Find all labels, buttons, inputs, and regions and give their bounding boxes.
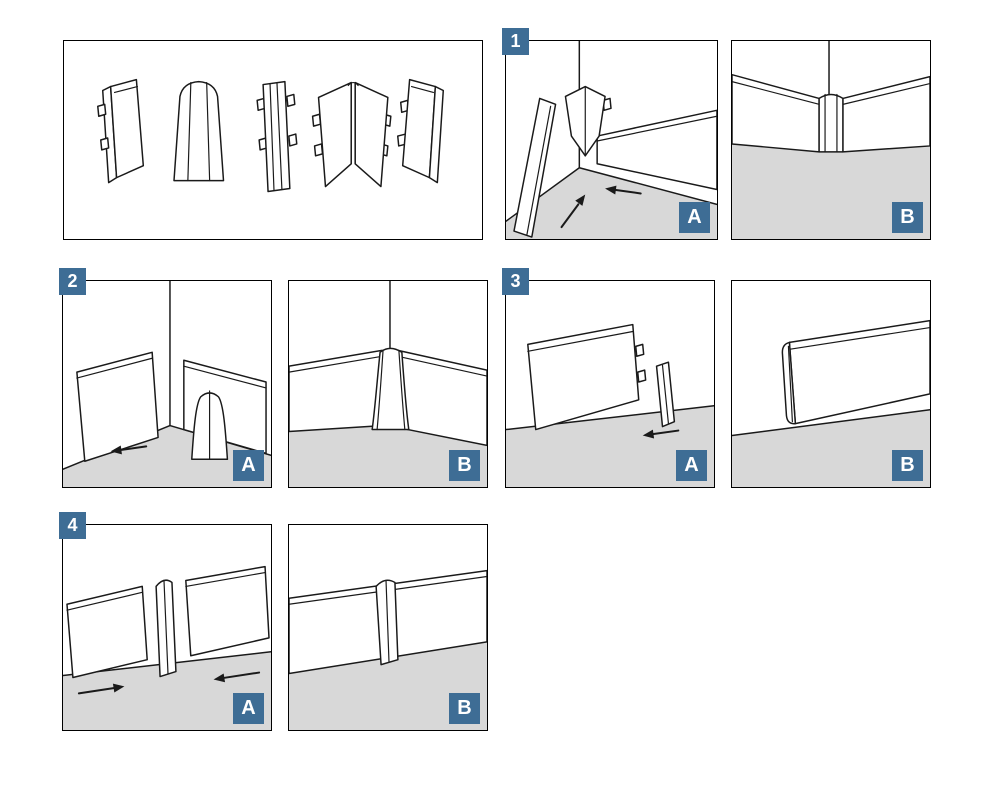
direction-arrow bbox=[77, 683, 125, 695]
direction-arrow bbox=[560, 194, 586, 229]
left-skirting-board bbox=[732, 73, 820, 153]
panel-letter-badge: A bbox=[233, 450, 264, 481]
step-4-panel-b: B bbox=[288, 524, 488, 731]
end-cap-left-icon bbox=[97, 78, 145, 184]
direction-arrow bbox=[213, 671, 261, 683]
panel-letter-badge: A bbox=[676, 450, 707, 481]
outer-corner-piece bbox=[371, 347, 410, 431]
panel-letter-badge: B bbox=[449, 693, 480, 724]
outer-corner-icon bbox=[173, 80, 225, 182]
direction-arrow bbox=[605, 185, 642, 195]
right-skirting-board bbox=[185, 565, 270, 657]
end-cap-piece bbox=[655, 361, 676, 428]
end-cap-result-illustration bbox=[732, 319, 930, 487]
inner-corner-icon bbox=[311, 81, 392, 188]
step-2-panel-b: B bbox=[288, 280, 488, 488]
left-skirting-board bbox=[66, 585, 148, 679]
step-1-panel-b: B bbox=[731, 40, 931, 240]
panel-letter-badge: B bbox=[449, 450, 480, 481]
step-2-panel-a: 2 A bbox=[59, 268, 272, 488]
connector-install-illustration bbox=[63, 565, 271, 730]
step-1-panel-a: 1 bbox=[502, 28, 718, 240]
inner-corner-piece bbox=[818, 93, 844, 153]
inner-corner-result-illustration bbox=[732, 41, 930, 239]
left-skirting-board bbox=[76, 351, 159, 462]
panel-letter-badge: A bbox=[679, 202, 710, 233]
step-3-panel-b: B bbox=[731, 280, 931, 488]
left-skirting-board bbox=[513, 97, 557, 238]
inner-corner-install-illustration bbox=[506, 41, 717, 239]
left-skirting-board bbox=[289, 349, 383, 433]
step-number-badge: 2 bbox=[59, 268, 86, 295]
skirting-board bbox=[788, 319, 930, 425]
floor bbox=[289, 425, 487, 487]
floor bbox=[289, 641, 487, 730]
connector-icon bbox=[256, 80, 298, 193]
floor bbox=[506, 167, 717, 239]
end-cap-right-icon bbox=[396, 78, 445, 184]
parts-overview-illustration bbox=[97, 78, 445, 193]
direction-arrow bbox=[110, 445, 148, 455]
connector-piece bbox=[155, 579, 177, 678]
outer-corner-piece bbox=[191, 390, 229, 461]
step-number-badge: 3 bbox=[502, 268, 529, 295]
parts-overview-panel bbox=[63, 40, 483, 240]
inner-corner-piece bbox=[564, 85, 612, 157]
end-cap-piece bbox=[781, 341, 797, 425]
connector-piece bbox=[375, 579, 399, 666]
skirting-board bbox=[527, 323, 647, 431]
connector-result-illustration bbox=[289, 569, 487, 730]
panel-letter-badge: A bbox=[233, 693, 264, 724]
outer-corner-result-illustration bbox=[289, 281, 487, 487]
step-4-panel-a: 4 A bbox=[59, 512, 272, 731]
right-skirting-board bbox=[842, 75, 930, 153]
outer-corner-install-illustration bbox=[63, 281, 271, 487]
direction-arrow bbox=[642, 429, 680, 439]
end-cap-install-illustration bbox=[506, 323, 714, 487]
right-skirting-board bbox=[596, 109, 717, 191]
panel-letter-badge: B bbox=[892, 202, 923, 233]
step-number-badge: 4 bbox=[59, 512, 86, 539]
floor bbox=[63, 651, 271, 730]
panel-letter-badge: B bbox=[892, 450, 923, 481]
step-3-panel-a: 3 A bbox=[502, 268, 715, 488]
floor bbox=[732, 143, 930, 239]
step-number-badge: 1 bbox=[502, 28, 529, 55]
